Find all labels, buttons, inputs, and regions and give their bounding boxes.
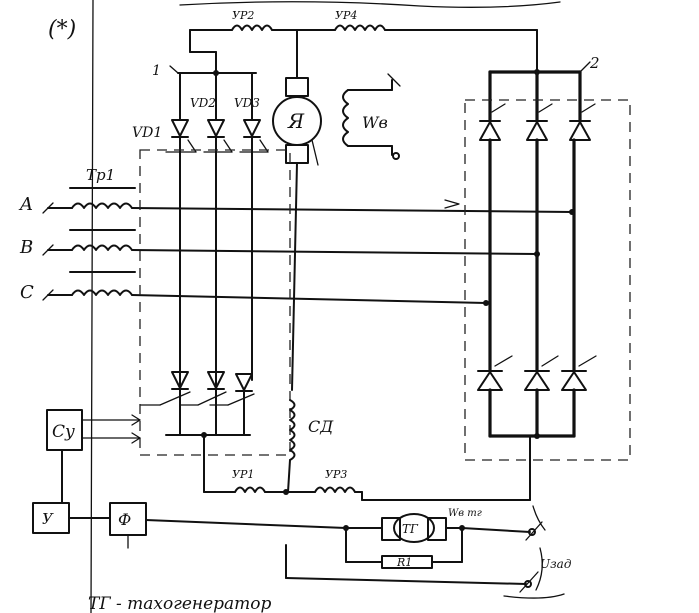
label-tacho-field: Wв тг — [448, 508, 482, 519]
label-node-1: 1 — [152, 63, 161, 79]
thyristor-right-4 — [477, 355, 513, 438]
reactor-ur3-coil — [314, 486, 356, 493]
bottom-bus — [234, 486, 531, 501]
tacho-circuit — [145, 505, 565, 599]
diode-vd2 — [207, 72, 233, 391]
top-scribble — [179, 1, 561, 8]
thyristor-right-5 — [524, 355, 559, 438]
left-group-top-bus — [169, 51, 257, 76]
thyristor-right-1 — [479, 70, 506, 372]
margin-line — [90, 0, 94, 613]
label-reactor-ur2: УР2 — [232, 9, 254, 22]
label-vd2: VD2 — [190, 96, 216, 110]
reactor-ur1-coil — [234, 486, 266, 493]
thyristor-right-3 — [569, 70, 596, 372]
phase-lines — [42, 199, 575, 306]
diode-vd1 — [171, 72, 197, 391]
thyristor-right-2 — [526, 70, 553, 372]
label-block-u: У — [42, 510, 54, 528]
top-bus — [189, 24, 538, 73]
diode-vd3 — [243, 72, 269, 381]
label-block-f: Ф — [118, 510, 131, 529]
left-group-bottom-diodes — [139, 371, 255, 493]
right-bridge-dashed-frame — [464, 99, 631, 461]
motor-armature — [272, 29, 322, 391]
right-bridge-bottom-bus — [488, 433, 576, 501]
label-u-setpoint: Uзад — [540, 557, 572, 571]
label-vd3: VD3 — [234, 96, 260, 110]
label-choke-cd: CД — [308, 417, 334, 436]
label-marker: (*) — [48, 17, 76, 42]
label-block-cu: Су — [52, 422, 75, 442]
reactor-ur4-coil — [334, 24, 386, 31]
field-winding — [342, 73, 401, 160]
label-tachogenerator: ТГ — [402, 522, 419, 536]
label-field-winding: Wв — [362, 113, 388, 132]
label-phase-c: C — [20, 282, 34, 303]
right-bridge-top-bus — [488, 61, 591, 75]
thyristor-right-6 — [561, 355, 597, 438]
label-motor: Я — [287, 109, 305, 133]
label-resistor-r1: R1 — [396, 556, 412, 569]
choke-cd — [283, 399, 296, 495]
block-u — [32, 502, 111, 534]
label-phase-b: B — [19, 237, 33, 258]
label-reactor-ur4: УР4 — [335, 9, 357, 22]
transformer-tp1 — [69, 187, 136, 296]
label-reactor-ur3: УР3 — [325, 468, 347, 481]
label-bottom-note: ТГ - тахогенератор — [88, 594, 272, 613]
label-vd1: VD1 — [132, 125, 162, 141]
block-cu — [46, 409, 141, 504]
label-phase-a: A — [18, 194, 33, 215]
label-node-2: 2 — [589, 54, 600, 72]
label-reactor-ur1: УР1 — [232, 468, 254, 481]
reactor-ur2-coil — [231, 24, 273, 31]
label-transformer: Tp1 — [86, 166, 115, 184]
left-group-dashed-frame — [139, 149, 291, 456]
